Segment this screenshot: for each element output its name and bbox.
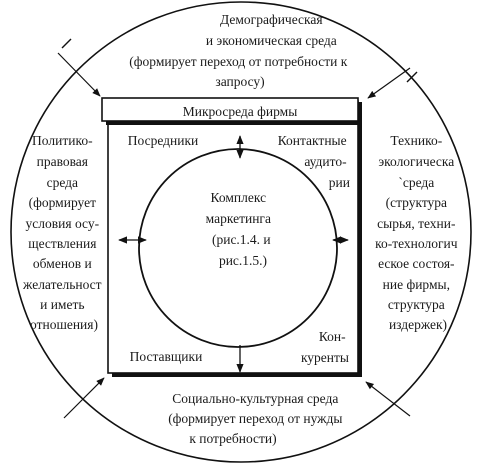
contact-audiences-label: Контактные аудито- рии [278,133,350,190]
suppliers-label: Поставщики [130,349,203,364]
technical-text: Технико- экологическа `среда (структура … [375,133,461,332]
micro-title: Микросреда фирмы [183,104,298,119]
ring-tick-top-left [61,38,72,49]
ring-tick-top-right [406,71,418,83]
pointer-top-left [57,52,101,97]
pointer-bottom-left [63,377,105,419]
pointer-top-right [367,67,411,99]
outer-environment-circle [10,1,472,463]
social-text: Социально-культурная среда (формирует пе… [168,391,346,446]
micro-environment-box [107,100,359,374]
competitors-label: Кон- куренты [301,329,349,365]
political-text: Политико- правовая среда (формирует усло… [22,133,105,332]
intermediaries-label: Посредники [128,133,199,148]
marketing-mix-text: Комплекс маркетинга (рис.1.4. и рис.1.5.… [206,190,275,268]
demographic-text: Демографическая и экономическая среда (ф… [129,12,350,89]
pointer-bottom-right [365,381,411,417]
micro-header-bar [101,97,359,122]
